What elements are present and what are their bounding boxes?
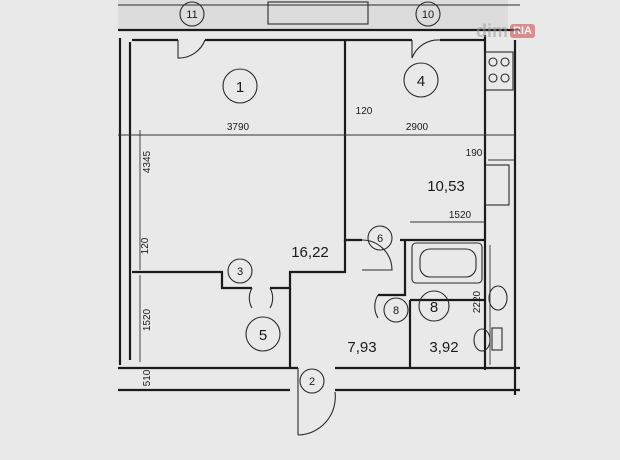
wall-room1-hall-left bbox=[132, 270, 252, 290]
area-room-4: 10,53 bbox=[427, 178, 465, 195]
door-room1 bbox=[177, 39, 206, 59]
room-4-circle bbox=[403, 62, 439, 98]
bathtub bbox=[411, 242, 483, 284]
wall-room1-hall-right bbox=[270, 240, 347, 290]
marker-3-circle bbox=[227, 258, 253, 284]
door-room4 bbox=[411, 39, 441, 59]
marker-10-label: 10 bbox=[422, 9, 434, 21]
dim-4345: 4345 bbox=[142, 150, 153, 173]
room-1-circle bbox=[222, 68, 258, 104]
room-1-label: 1 bbox=[236, 79, 244, 96]
dim-510: 510 bbox=[142, 369, 153, 386]
dim-2220: 2220 bbox=[472, 290, 483, 313]
marker-3-label: 3 bbox=[237, 266, 243, 278]
watermark-brand: dim bbox=[476, 20, 509, 41]
room-4-label: 4 bbox=[417, 73, 425, 90]
area-room-8: 3,92 bbox=[429, 339, 458, 356]
dim-1520-kitchen: 1520 bbox=[449, 210, 472, 221]
marker-2-label: 2 bbox=[309, 376, 315, 388]
stove bbox=[484, 51, 514, 91]
dim-120-left: 120 bbox=[140, 237, 151, 254]
marker-8-circle bbox=[383, 297, 409, 323]
marker-10-circle bbox=[415, 1, 441, 27]
burner-2 bbox=[500, 57, 510, 67]
marker-6-label: 6 bbox=[377, 233, 383, 245]
burner-1 bbox=[488, 57, 498, 67]
dim-190: 190 bbox=[466, 148, 483, 159]
door-room1-hall bbox=[248, 287, 274, 309]
marker-11-circle bbox=[179, 1, 205, 27]
watermark-sub: RIA bbox=[510, 24, 535, 38]
area-room-1: 16,22 bbox=[291, 244, 329, 261]
top-window bbox=[267, 1, 369, 25]
dim-120-top: 120 bbox=[356, 106, 373, 117]
watermark-logo: dim RIA bbox=[476, 16, 586, 46]
room-5-label: 5 bbox=[259, 327, 267, 344]
room-8-circle bbox=[418, 290, 450, 322]
dim-1520-hall: 1520 bbox=[142, 308, 153, 331]
door-room4-hall bbox=[361, 239, 393, 271]
room-8-label: 8 bbox=[430, 299, 438, 316]
marker-6-circle bbox=[367, 225, 393, 251]
door-bath bbox=[374, 294, 379, 319]
kitchen-sink bbox=[484, 164, 510, 206]
toilet bbox=[473, 328, 491, 352]
dim-2900: 2900 bbox=[406, 122, 429, 133]
dim-3790: 3790 bbox=[227, 122, 250, 133]
bathtub-inner bbox=[419, 248, 477, 278]
burner-3 bbox=[488, 73, 498, 83]
marker-8-label: 8 bbox=[393, 305, 399, 317]
wall-room1-room4 bbox=[343, 40, 362, 242]
entrance-door bbox=[297, 368, 336, 436]
marker-2-circle bbox=[299, 368, 325, 394]
burner-4 bbox=[500, 73, 510, 83]
wall-bath-left bbox=[378, 240, 407, 297]
marker-11-label: 11 bbox=[186, 9, 197, 21]
area-room-5: 7,93 bbox=[347, 339, 376, 356]
toilet-tank bbox=[491, 327, 503, 351]
room-5-circle bbox=[245, 316, 281, 352]
sink bbox=[488, 285, 508, 311]
